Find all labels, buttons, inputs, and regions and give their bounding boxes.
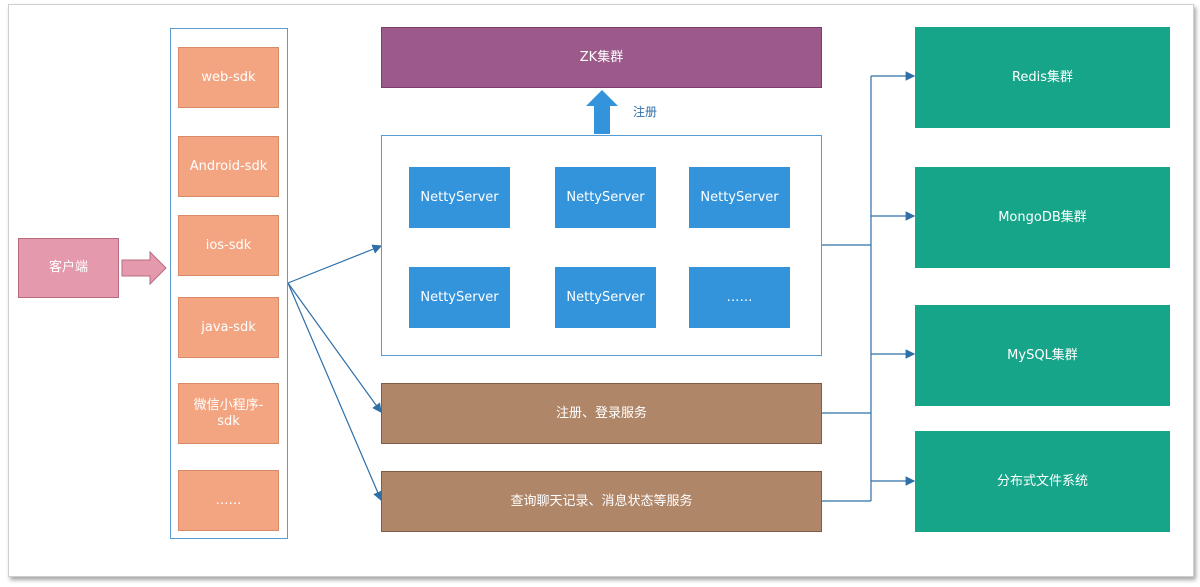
sdk-to-netty-connector [287, 244, 383, 284]
query-service-node: 查询聊天记录、消息状态等服务 [381, 471, 822, 532]
sdk-group [170, 28, 288, 539]
netty-server-node: NettyServer [689, 167, 790, 228]
client-node: 客户端 [18, 238, 119, 298]
register-label: 注册 [633, 105, 658, 119]
sdk-node-android: Android-sdk [178, 136, 279, 197]
sdk-node-more: …… [178, 470, 279, 531]
sdk-to-login-service-connector [287, 282, 382, 413]
netty-server-node: NettyServer [555, 267, 656, 328]
sdk-node-wechat-miniprogram: 微信小程序-sdk [178, 383, 279, 444]
netty-server-node-more: …… [689, 267, 790, 328]
register-up-arrow [586, 90, 618, 134]
redis-cluster-node: Redis集群 [915, 27, 1170, 128]
sdk-node-web: web-sdk [178, 47, 279, 108]
sdk-node-java: java-sdk [178, 297, 279, 358]
mysql-cluster-node: MySQL集群 [915, 305, 1170, 406]
netty-server-node: NettyServer [555, 167, 656, 228]
distributed-fs-node: 分布式文件系统 [915, 431, 1170, 532]
netty-server-node: NettyServer [409, 267, 510, 328]
netty-server-node: NettyServer [409, 167, 510, 228]
login-service-node: 注册、登录服务 [381, 383, 822, 444]
sdk-to-query-service-connector [287, 282, 383, 502]
mongodb-cluster-node: MongoDB集群 [915, 167, 1170, 268]
client-to-sdk-arrow [121, 250, 167, 286]
sdk-node-ios: ios-sdk [178, 215, 279, 276]
zk-cluster-node: ZK集群 [381, 27, 822, 88]
